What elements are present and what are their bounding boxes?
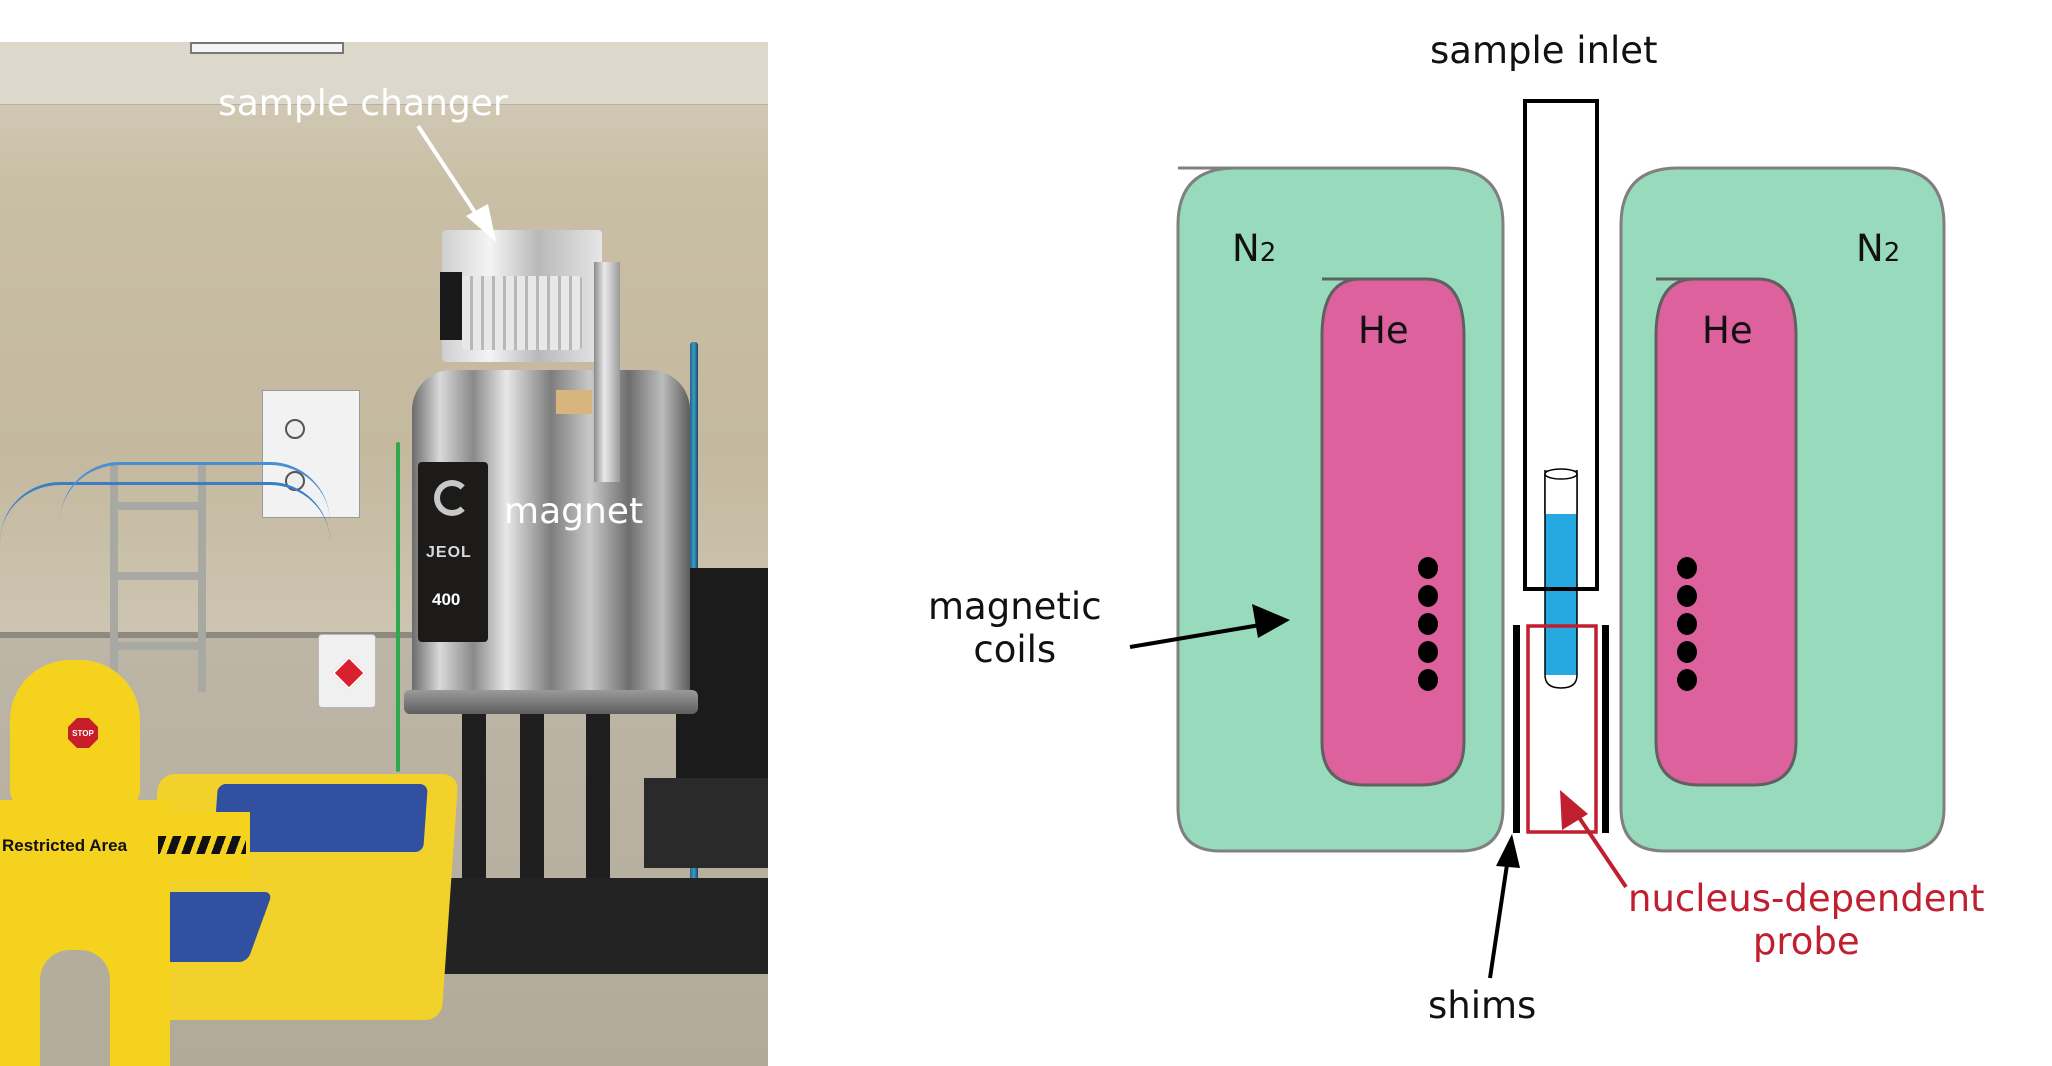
barrier-leg-gap bbox=[40, 950, 110, 1066]
nmr-diagram: sample inlet magnetic coils shims nucleu… bbox=[768, 0, 2052, 1066]
barrier-text: Restricted Area bbox=[2, 836, 128, 855]
shims-arrowhead-icon bbox=[1496, 834, 1520, 868]
diagram-canvas bbox=[1129, 99, 1946, 979]
probe-label-line1: nucleus-dependent bbox=[1628, 877, 1985, 920]
pressure-gauge-icon bbox=[285, 419, 305, 439]
green-cable bbox=[396, 442, 400, 772]
magnetic-coils-label-line2: coils bbox=[973, 627, 1057, 671]
n2-left-label: N2 bbox=[1232, 227, 1277, 271]
electronics-box bbox=[644, 778, 768, 868]
blue-cable bbox=[60, 462, 330, 625]
shims-arrow-line bbox=[1488, 857, 1510, 979]
magnetic-coils-label-line1: magnetic bbox=[928, 585, 1102, 628]
magnetic-coils-arrow-line bbox=[1129, 622, 1267, 649]
n2-left-subscript: 2 bbox=[1259, 238, 1277, 268]
baseboard bbox=[0, 632, 768, 640]
coil-dot-left bbox=[1418, 613, 1438, 635]
model-text: 400 bbox=[432, 590, 461, 609]
coil-dot-left bbox=[1418, 585, 1438, 607]
shim-left bbox=[1513, 625, 1520, 833]
coil-dots-left bbox=[1418, 557, 1438, 691]
coil-dot-right bbox=[1677, 613, 1697, 635]
magnetic-coils-arrowhead-icon bbox=[1252, 604, 1290, 638]
hazard-stripes bbox=[158, 836, 246, 854]
helium-tower bbox=[594, 262, 620, 482]
coil-dot-right bbox=[1677, 641, 1697, 663]
magnet-leg bbox=[462, 702, 486, 892]
coil-dot-right bbox=[1677, 585, 1697, 607]
sample-changer-label: sample changer bbox=[218, 83, 508, 124]
sample-tube-glass bbox=[1544, 474, 1578, 689]
coil-dots-right bbox=[1677, 557, 1697, 691]
jeol-badge: JEOL 400 bbox=[418, 462, 488, 642]
ceiling bbox=[0, 42, 768, 105]
coil-dot-right bbox=[1677, 557, 1697, 579]
sample-tube-empty-top bbox=[1545, 474, 1577, 514]
n2-right-symbol: N bbox=[1856, 227, 1884, 270]
jeol-logo-icon bbox=[434, 480, 470, 516]
magnet-label: magnet bbox=[504, 491, 644, 532]
nmr-photo: JEOL 400 STOP Restricted Area sample cha… bbox=[0, 42, 768, 1066]
probe-label-line2: probe bbox=[1752, 919, 1860, 963]
solvent-jug bbox=[318, 634, 376, 708]
sponge bbox=[556, 390, 592, 414]
flammable-warning-icon bbox=[332, 656, 366, 690]
probe-arrow-line bbox=[1572, 808, 1628, 889]
n2-left-symbol: N bbox=[1232, 227, 1260, 270]
he-left-label: He bbox=[1358, 309, 1409, 352]
n2-right-subscript: 2 bbox=[1883, 238, 1901, 268]
barrier-head: STOP bbox=[10, 660, 140, 810]
probe-coil-rect bbox=[1526, 624, 1598, 834]
coil-dot-left bbox=[1418, 557, 1438, 579]
sample-inlet-label: sample inlet bbox=[1430, 29, 1658, 72]
n2-right-label: N2 bbox=[1856, 227, 1901, 271]
probe-label: nucleus-dependent probe bbox=[1628, 877, 1985, 963]
nmr-sample-tube bbox=[1544, 468, 1578, 689]
shim-right bbox=[1602, 625, 1609, 833]
magnet-base-plate bbox=[435, 878, 768, 974]
sample-changer-carousel bbox=[462, 276, 582, 350]
sample-changer-arrow-line bbox=[416, 124, 482, 222]
magnet-rim bbox=[404, 690, 698, 714]
shims-label: shims bbox=[1428, 984, 1537, 1027]
helium-dewar-right bbox=[1654, 277, 1798, 787]
coil-dot-right bbox=[1677, 669, 1697, 691]
stop-sign-icon: STOP bbox=[68, 718, 98, 748]
brand-text: JEOL bbox=[426, 544, 472, 561]
probe-arrowhead-icon bbox=[1560, 790, 1588, 830]
ceiling-light bbox=[190, 42, 344, 54]
filter-column bbox=[440, 272, 462, 340]
coil-dot-left bbox=[1418, 641, 1438, 663]
coil-dot-left bbox=[1418, 669, 1438, 691]
helium-dewar-left bbox=[1320, 277, 1466, 787]
he-right-label: He bbox=[1702, 309, 1753, 352]
blue-cable bbox=[0, 482, 330, 625]
restricted-area-barrier: STOP Restricted Area bbox=[0, 660, 250, 1066]
magnetic-coils-label: magnetic coils bbox=[928, 585, 1102, 671]
sample-tube-cap bbox=[1544, 468, 1578, 480]
